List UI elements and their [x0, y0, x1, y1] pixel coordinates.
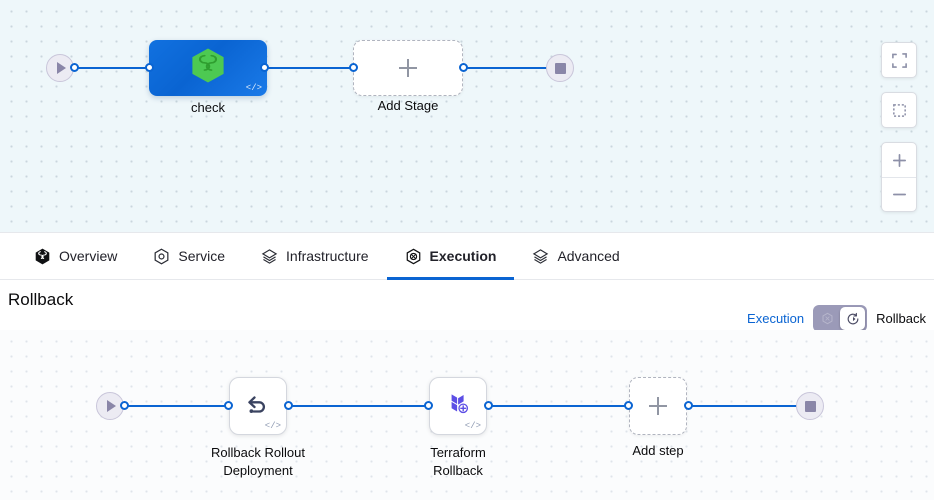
port-addstep-in[interactable] — [624, 401, 633, 410]
code-badge[interactable]: </> — [245, 83, 262, 93]
end-node[interactable] — [796, 392, 824, 420]
port-addstage-in[interactable] — [349, 63, 358, 72]
code-badge[interactable]: </> — [464, 421, 481, 431]
tab-label: Service — [178, 248, 226, 264]
step-label-rollback-rollout-deployment: Rollback Rollout Deployment — [211, 445, 305, 478]
edge-start-to-check — [74, 67, 156, 69]
tab-label: Infrastructure — [286, 248, 369, 264]
fit-screen-icon — [891, 52, 907, 68]
stop-icon — [804, 400, 816, 412]
plus-icon — [892, 153, 906, 167]
stage-tabbar: Overview Service Infrastructure — [0, 232, 934, 280]
tab-label: Advanced — [557, 248, 620, 264]
harness-hexagon-icon — [34, 248, 51, 265]
plus-icon — [399, 59, 417, 77]
edge-addstage-to-end — [462, 67, 556, 69]
edge-addstep-to-end — [688, 405, 802, 407]
step-label-terraform-rollback: Terraform Rollback — [430, 445, 486, 478]
port-check-out[interactable] — [260, 63, 269, 72]
stage-node-check[interactable]: </> — [149, 40, 267, 96]
tab-label: Overview — [59, 248, 118, 264]
port-addstage-out[interactable] — [459, 63, 468, 72]
stage-label-check: check — [191, 100, 225, 115]
execution-rollback-switch: Execution Rollback — [747, 305, 926, 332]
layers-icon — [261, 248, 278, 265]
plus-icon — [649, 397, 667, 415]
tab-label: Execution — [429, 248, 497, 264]
end-node[interactable] — [546, 54, 574, 82]
port-check-in[interactable] — [145, 63, 154, 72]
execution-mode-label[interactable]: Execution — [747, 311, 805, 326]
rollback-steps-canvas[interactable]: </> Rollback Rollout Deployment — [0, 330, 934, 500]
layers-icon — [532, 248, 549, 265]
harness-hexagon-icon — [191, 48, 225, 89]
tab-advanced[interactable]: Advanced — [514, 233, 637, 279]
code-badge[interactable]: </> — [264, 421, 281, 431]
minus-icon — [892, 193, 906, 196]
add-step-button[interactable] — [629, 377, 687, 435]
rollback-arrow-icon — [243, 389, 273, 424]
port-start-out[interactable] — [120, 401, 129, 410]
port-start-out[interactable] — [70, 63, 79, 72]
zoom-in-button[interactable] — [882, 143, 916, 177]
area-select-button[interactable] — [882, 93, 916, 127]
add-stage-button[interactable] — [353, 40, 463, 96]
rollback-icon — [847, 312, 859, 324]
area-select-icon — [892, 103, 906, 117]
edge-step1-to-step2 — [288, 405, 434, 407]
execution-icon — [405, 248, 422, 265]
stop-icon — [554, 62, 566, 74]
fit-screen-button[interactable] — [882, 43, 916, 77]
rollback-toggle-thumb[interactable] — [840, 307, 866, 330]
tab-service[interactable]: Service — [135, 233, 243, 279]
area-select-group — [881, 92, 917, 128]
mode-toggle[interactable] — [813, 305, 868, 332]
execution-toggle-icon — [815, 307, 840, 330]
edge-step2-to-addstep — [488, 405, 634, 407]
zoom-out-button[interactable] — [882, 177, 916, 211]
play-icon — [57, 62, 66, 74]
port-step2-out[interactable] — [484, 401, 493, 410]
tab-overview[interactable]: Overview — [16, 233, 135, 279]
edge-start-to-step1 — [124, 405, 234, 407]
stages-canvas[interactable]: </> check Add Stage — [0, 0, 934, 232]
add-stage-label: Add Stage — [377, 98, 439, 113]
port-step2-in[interactable] — [424, 401, 433, 410]
section-title: Rollback — [8, 290, 74, 309]
port-step1-in[interactable] — [224, 401, 233, 410]
add-step-label: Add step — [632, 443, 684, 458]
port-step1-out[interactable] — [284, 401, 293, 410]
zoom-group — [881, 142, 917, 212]
fit-screen-group — [881, 42, 917, 78]
step-node-rollback-rollout-deployment[interactable]: </> — [229, 377, 287, 435]
tab-infrastructure[interactable]: Infrastructure — [243, 233, 386, 279]
step-node-terraform-rollback[interactable]: </> — [429, 377, 487, 435]
edge-check-to-addstage — [264, 67, 356, 69]
start-node[interactable] — [46, 54, 74, 82]
tab-execution[interactable]: Execution — [386, 233, 515, 280]
port-addstep-out[interactable] — [684, 401, 693, 410]
terraform-rollback-icon — [442, 388, 474, 425]
play-icon — [107, 400, 116, 412]
rollback-mode-label[interactable]: Rollback — [876, 311, 926, 326]
service-hexagon-icon — [153, 248, 170, 265]
